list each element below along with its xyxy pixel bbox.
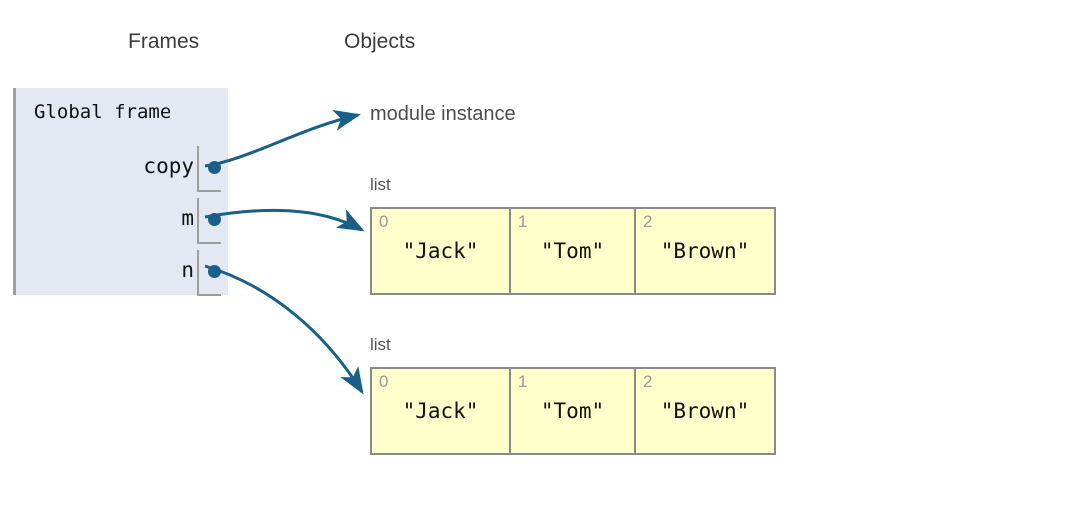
list-2-index-0: 0 <box>379 372 389 391</box>
frames-column-header: Frames <box>128 30 200 53</box>
list-2-index-2: 2 <box>643 372 653 391</box>
list-1-cell-1: 1 "Tom" <box>511 209 636 293</box>
list-2-cell-1: 1 "Tom" <box>511 369 636 453</box>
pointer-dot-copy <box>208 161 221 174</box>
list-1-index-0: 0 <box>379 212 389 231</box>
variable-slot-bracket <box>197 198 221 244</box>
frame-variable-copy[interactable]: copy <box>16 146 231 198</box>
list-1-value-1: "Tom" <box>540 239 605 263</box>
frame-variable-m[interactable]: m <box>16 198 231 250</box>
list-1-index-1: 1 <box>518 212 528 231</box>
variable-slot-bracket <box>197 146 221 192</box>
variable-name-n: n <box>181 258 194 282</box>
list-1-table: 0 "Jack" 1 "Tom" 2 "Brown" <box>370 207 776 295</box>
global-frame-title: Global frame <box>34 101 172 123</box>
list-1-type-label: list <box>370 175 391 194</box>
global-frame-box: Global frame copy m n <box>13 88 231 296</box>
pointer-dot-n <box>208 265 221 278</box>
list-1-value-0: "Jack" <box>402 239 479 263</box>
list-2-index-1: 1 <box>518 372 528 391</box>
objects-column-header: Objects <box>344 30 416 53</box>
list-2-table: 0 "Jack" 1 "Tom" 2 "Brown" <box>370 367 776 455</box>
list-2-type-label: list <box>370 335 391 354</box>
variable-name-m: m <box>181 206 194 230</box>
list-2-value-2: "Brown" <box>660 399 750 423</box>
list-2-value-1: "Tom" <box>540 399 605 423</box>
module-instance-label: module instance <box>370 103 516 125</box>
variable-name-copy: copy <box>143 154 194 178</box>
list-1-cell-0: 0 "Jack" <box>372 209 511 293</box>
list-2-cell-2: 2 "Brown" <box>636 369 774 453</box>
list-1-value-2: "Brown" <box>660 239 750 263</box>
frame-variable-n[interactable]: n <box>16 250 231 302</box>
pointer-dot-m <box>208 213 221 226</box>
list-1-cell-2: 2 "Brown" <box>636 209 774 293</box>
list-1-index-2: 2 <box>643 212 653 231</box>
list-2-cell-0: 0 "Jack" <box>372 369 511 453</box>
list-2-value-0: "Jack" <box>402 399 479 423</box>
